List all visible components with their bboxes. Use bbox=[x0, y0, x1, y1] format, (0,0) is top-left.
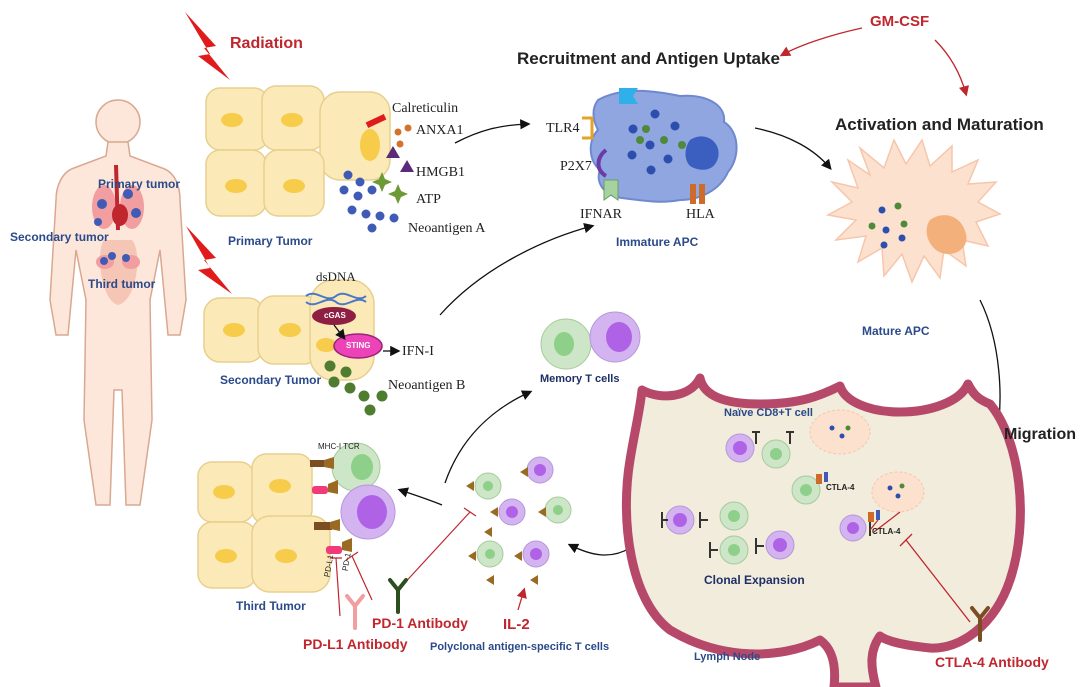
ifn-label: IFN-I bbox=[402, 344, 434, 359]
ifnar-receptor-icon bbox=[603, 179, 619, 201]
damp-molecules bbox=[339, 114, 414, 233]
ctla4-block-line bbox=[869, 511, 901, 533]
secondary-tumor-nuclei bbox=[223, 323, 336, 352]
molecule-atp: ATP bbox=[416, 192, 441, 207]
lymph-node-label: Lymph Node bbox=[694, 651, 761, 663]
ifnar-label: IFNAR bbox=[580, 207, 623, 222]
hla-label: HLA bbox=[686, 207, 715, 222]
lymph-node-dendritic-cells bbox=[809, 409, 925, 513]
dsdna-helix-icon bbox=[305, 292, 367, 306]
recruitment-title: Recruitment and Antigen Uptake bbox=[517, 49, 780, 68]
arrow-secondary-to-apc bbox=[439, 223, 595, 316]
ctla4-antibody-icon bbox=[970, 606, 990, 642]
primary-tumor-body-label: Primary tumor bbox=[98, 177, 181, 191]
molecule-anxa1: ANXA1 bbox=[416, 123, 464, 138]
receptor-pairs bbox=[310, 457, 352, 554]
il2-label: IL-2 bbox=[503, 616, 530, 633]
radiation-label: Radiation bbox=[230, 35, 303, 52]
sting-label: STING bbox=[346, 341, 371, 350]
neoantigen-b-dots bbox=[324, 360, 388, 416]
third-tumor-caption: Third Tumor bbox=[236, 599, 306, 613]
third-tumor-body-label: Third tumor bbox=[88, 277, 156, 291]
molecule-neoantigen-a: Neoantigen A bbox=[408, 221, 486, 236]
polyclonal-label: Polyclonal antigen-specific T cells bbox=[430, 641, 610, 653]
p2x7-receptor-icon bbox=[596, 148, 608, 178]
ctla4-label-b: CTLA-4 bbox=[872, 527, 901, 536]
arrow-to-apc bbox=[454, 119, 531, 144]
tlr4-receptor-icon bbox=[582, 116, 594, 140]
migration-label: Migration bbox=[1004, 426, 1076, 443]
immature-apc-caption: Immature APC bbox=[616, 235, 699, 249]
arrow-to-activation bbox=[754, 127, 832, 170]
memory-t-cells-label: Memory T cells bbox=[540, 373, 620, 385]
lymph-node bbox=[621, 373, 1025, 687]
secondary-tumor-body-label: Secondary tumor bbox=[10, 230, 109, 244]
tlr4-label: TLR4 bbox=[546, 121, 580, 136]
mature-apc-cell bbox=[825, 138, 1002, 284]
activation-title: Activation and Maturation bbox=[835, 115, 1044, 134]
dsdna-label: dsDNA bbox=[316, 269, 356, 284]
gmcsf-arrow-left bbox=[779, 27, 863, 57]
memory-t-cells bbox=[540, 311, 641, 370]
cgas-label: cGAS bbox=[324, 311, 346, 320]
p2x7-label: P2X7 bbox=[560, 159, 592, 174]
ctla4-label-a: CTLA-4 bbox=[826, 483, 855, 492]
il2-arrow bbox=[516, 587, 527, 611]
molecule-hmgb1: HMGB1 bbox=[416, 165, 466, 180]
pd-inhibition-lines bbox=[330, 507, 477, 617]
molecule-calreticulin: Calreticulin bbox=[392, 101, 459, 116]
arrow-to-memory bbox=[444, 390, 533, 484]
arrow-to-polyclonal bbox=[567, 543, 631, 556]
third-tumor-t-cells bbox=[331, 442, 396, 540]
lymph-t-cells bbox=[661, 431, 880, 565]
human-body bbox=[49, 99, 187, 506]
mhc-tcr-label: MHC-I TCR bbox=[318, 442, 360, 451]
pd1-antibody-icon bbox=[388, 578, 408, 614]
neoantigen-b-label: Neoantigen B bbox=[388, 378, 466, 393]
secondary-tumor-caption: Secondary Tumor bbox=[220, 373, 322, 387]
tumor-marker-icons bbox=[94, 189, 141, 265]
flag-receptor-icon bbox=[619, 88, 638, 104]
ctla4-antibody-line bbox=[899, 533, 971, 623]
primary-tumor-nuclei bbox=[221, 113, 380, 193]
ctla4-antibody-label: CTLA-4 Antibody bbox=[935, 654, 1049, 670]
mature-apc-caption: Mature APC bbox=[862, 324, 930, 338]
sting-node bbox=[333, 333, 383, 359]
gmcsf-arrow-right bbox=[934, 39, 969, 97]
gm-csf-label: GM-CSF bbox=[870, 13, 930, 30]
third-tumor-cells bbox=[197, 453, 331, 593]
pd1-antibody-label: PD-1 Antibody bbox=[372, 615, 468, 631]
polyclonal-t-cells bbox=[466, 456, 572, 585]
hla-receptor-icon bbox=[690, 184, 705, 204]
cgas-sting-arrow bbox=[333, 324, 346, 341]
third-tumor-nuclei bbox=[213, 479, 297, 563]
arrow-to-third bbox=[397, 487, 443, 506]
naive-cd8-label: Naïve CD8+T cell bbox=[724, 407, 813, 419]
pdl1-antibody-icon bbox=[345, 594, 365, 630]
cgas-node bbox=[312, 307, 356, 325]
immature-apc-cell bbox=[589, 89, 738, 203]
pdl1-antibody-label: PD-L1 Antibody bbox=[303, 636, 408, 652]
primary-tumor-caption: Primary Tumor bbox=[228, 234, 313, 248]
lightning-icon bbox=[185, 12, 230, 80]
lightning-icon bbox=[186, 226, 232, 294]
clonal-expansion-label: Clonal Expansion bbox=[704, 573, 805, 587]
